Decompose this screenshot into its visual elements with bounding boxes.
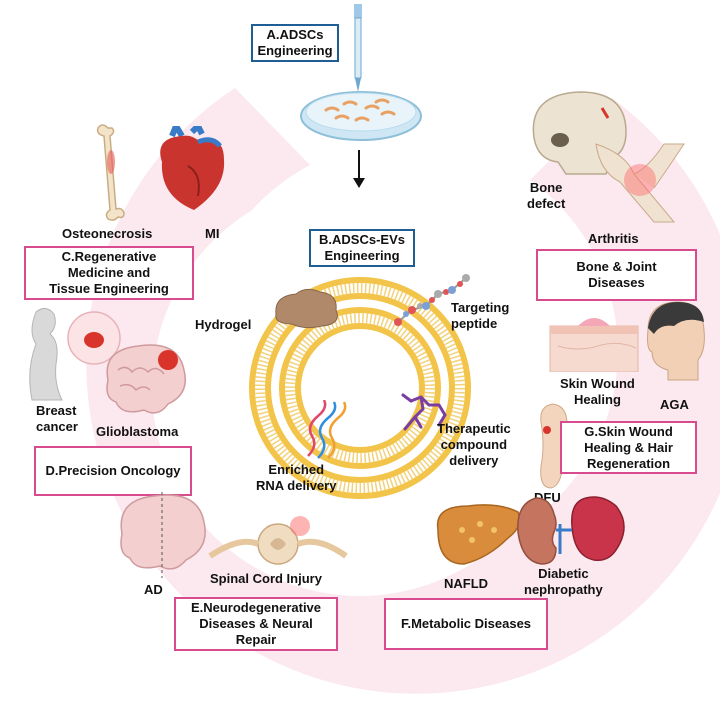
targeting-peptide-line-1: Targeting (451, 300, 510, 315)
skin-wound-line-1: Skin Wound (560, 376, 635, 391)
box-a-line-1: A.ADSCs (266, 27, 324, 42)
label-breast-cancer: Breast cancer (36, 403, 78, 435)
box-e-line-3: Repair (235, 632, 277, 647)
box-e-neurodegenerative: E.Neurodegenerative Diseases & Neural Re… (174, 597, 338, 651)
box-d-precision-oncology: D.Precision Oncology (34, 446, 192, 496)
label-mi: MI (205, 226, 220, 241)
breast-icon (29, 308, 121, 401)
box-a-line-2: Engineering (257, 43, 333, 58)
label-diabetic-nephropathy: Diabetic nephropathy (524, 566, 603, 598)
box-c-regenerative-medicine: C.Regenerative Medicine and Tissue Engin… (24, 246, 194, 300)
diabetic-line-2: nephropathy (524, 582, 603, 597)
box-g-line-2: Healing & Hair (584, 439, 673, 455)
box-g-skin-wound-hair: G.Skin Wound Healing & Hair Regeneration (560, 421, 697, 474)
label-therapeutic-compound: Therapeutic compound delivery (437, 421, 511, 469)
box-g-line-3: Regeneration (586, 455, 671, 471)
breast-cancer-line-2: cancer (36, 419, 78, 434)
extracellular-vesicle (249, 277, 471, 499)
bone-joint-line-1: Bone & Joint (576, 259, 657, 274)
label-glioblastoma: Glioblastoma (96, 424, 179, 439)
compound-icon (401, 393, 447, 431)
label-enriched-rna: Enriched RNA delivery (256, 462, 336, 494)
skin-icon (549, 318, 639, 372)
bone-defect-line-2: defect (527, 196, 566, 211)
label-spinal-cord-injury: Spinal Cord Injury (210, 571, 322, 586)
label-arthritis: Arthritis (588, 231, 639, 246)
box-e-line-1: E.Neurodegenerative (190, 600, 322, 615)
petri-dish-icon (300, 91, 422, 141)
therapeutic-line-1: Therapeutic (437, 421, 511, 436)
box-a-adscs-engineering: A.ADSCs Engineering (251, 24, 339, 62)
label-nafld: NAFLD (444, 576, 489, 591)
down-arrow (353, 150, 365, 188)
label-ad: AD (144, 582, 163, 597)
rna-icon (307, 400, 347, 459)
kidney-icon (517, 496, 625, 565)
label-skin-wound-healing: Skin Wound Healing (560, 376, 635, 408)
bone-defect-line-1: Bone (529, 180, 563, 195)
diabetic-line-1: Diabetic (538, 566, 589, 581)
label-aga: AGA (660, 397, 689, 412)
targeting-peptide-line-2: peptide (451, 316, 498, 331)
label-osteonecrosis: Osteonecrosis (62, 226, 153, 241)
rna-line-1: Enriched (268, 462, 325, 477)
box-f-metabolic-diseases: F.Metabolic Diseases (384, 598, 548, 650)
label-hydrogel: Hydrogel (195, 317, 252, 332)
box-b-line-1: B.ADSCs-EVs (319, 232, 405, 247)
breast-cancer-line-1: Breast (36, 403, 77, 418)
box-c-line-2: Medicine and (67, 265, 151, 280)
bone-icon (96, 124, 125, 221)
box-d-line-1: D.Precision Oncology (45, 463, 181, 478)
brain-icon (106, 344, 186, 414)
inner-disc (152, 180, 568, 596)
spinal-cord-icon (208, 516, 348, 565)
box-f-line-1: F.Metabolic Diseases (400, 616, 532, 631)
box-b-adscs-evs-engineering: B.ADSCs-EVs Engineering (309, 229, 415, 267)
therapeutic-line-3: delivery (449, 453, 499, 468)
liver-icon (436, 504, 521, 565)
ad-brain-icon (120, 492, 206, 578)
box-bone-joint-diseases: Bone & Joint Diseases (536, 249, 697, 301)
heart-icon (160, 126, 225, 210)
therapeutic-line-2: compound (440, 437, 508, 452)
label-bone-defect: Bone defect (527, 180, 565, 212)
box-c-line-1: C.Regenerative (61, 249, 157, 264)
hydrogel-icon (275, 288, 338, 329)
head-icon (647, 301, 705, 381)
rna-line-2: RNA delivery (256, 478, 337, 493)
label-targeting-peptide: Targeting peptide (451, 300, 509, 332)
bone-joint-line-2: Diseases (588, 275, 645, 290)
box-g-line-1: G.Skin Wound (584, 423, 673, 439)
box-c-line-3: Tissue Engineering (49, 281, 169, 296)
box-b-line-2: Engineering (324, 248, 400, 263)
skin-wound-line-2: Healing (573, 392, 621, 407)
peptide-icon (394, 274, 470, 326)
pipette-icon (354, 4, 362, 92)
knee-icon (595, 143, 685, 223)
box-e-line-2: Diseases & Neural (199, 616, 313, 631)
